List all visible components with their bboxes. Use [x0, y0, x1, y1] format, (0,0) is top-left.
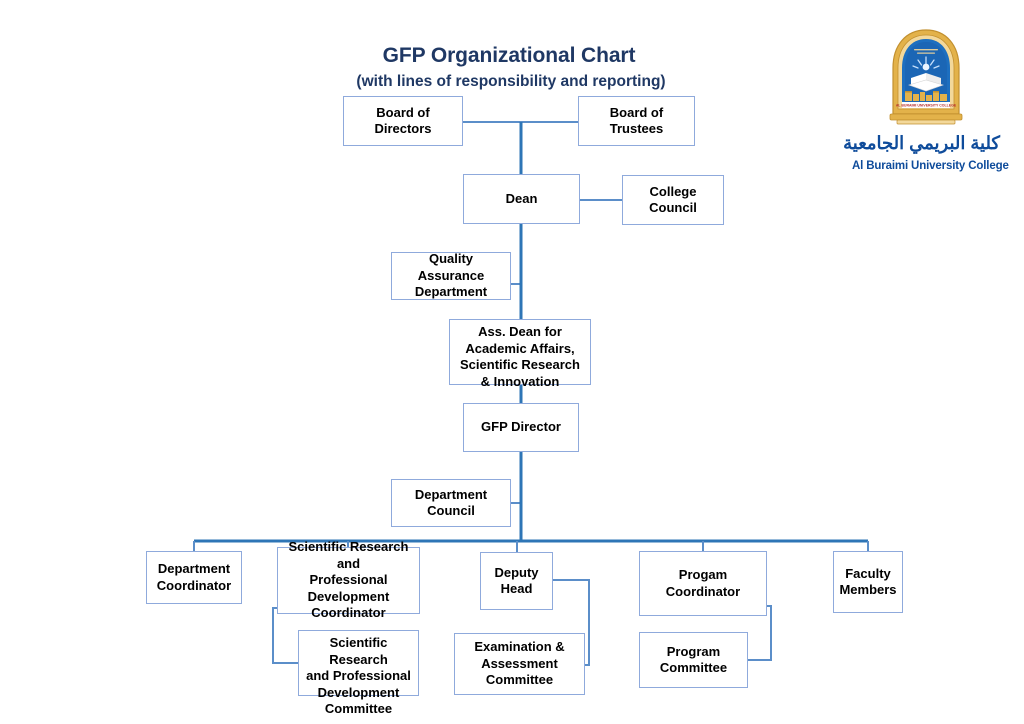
org-node-dean[interactable]: Dean	[463, 174, 580, 224]
university-logo: AL BURAIMI UNIVERSITY COLLEGE كلية البري…	[843, 28, 1009, 193]
al-buraimi-crest-icon: AL BURAIMI UNIVERSITY COLLEGE	[889, 29, 963, 125]
page-subtitle: (with lines of responsibility and report…	[356, 73, 666, 90]
org-node-label: GFP Director	[481, 419, 561, 435]
logo-arabic-wordmark: كلية البريمي الجامعية	[843, 133, 1000, 153]
org-node-label: Dean	[505, 190, 538, 206]
org-node-gfp-director[interactable]: GFP Director	[463, 403, 579, 452]
crest-caption: AL BURAIMI UNIVERSITY COLLEGE	[896, 104, 957, 108]
page-title: GFP Organizational Chart	[382, 44, 636, 67]
logo-english-wordmark: Al Buraimi University College	[852, 160, 1009, 172]
